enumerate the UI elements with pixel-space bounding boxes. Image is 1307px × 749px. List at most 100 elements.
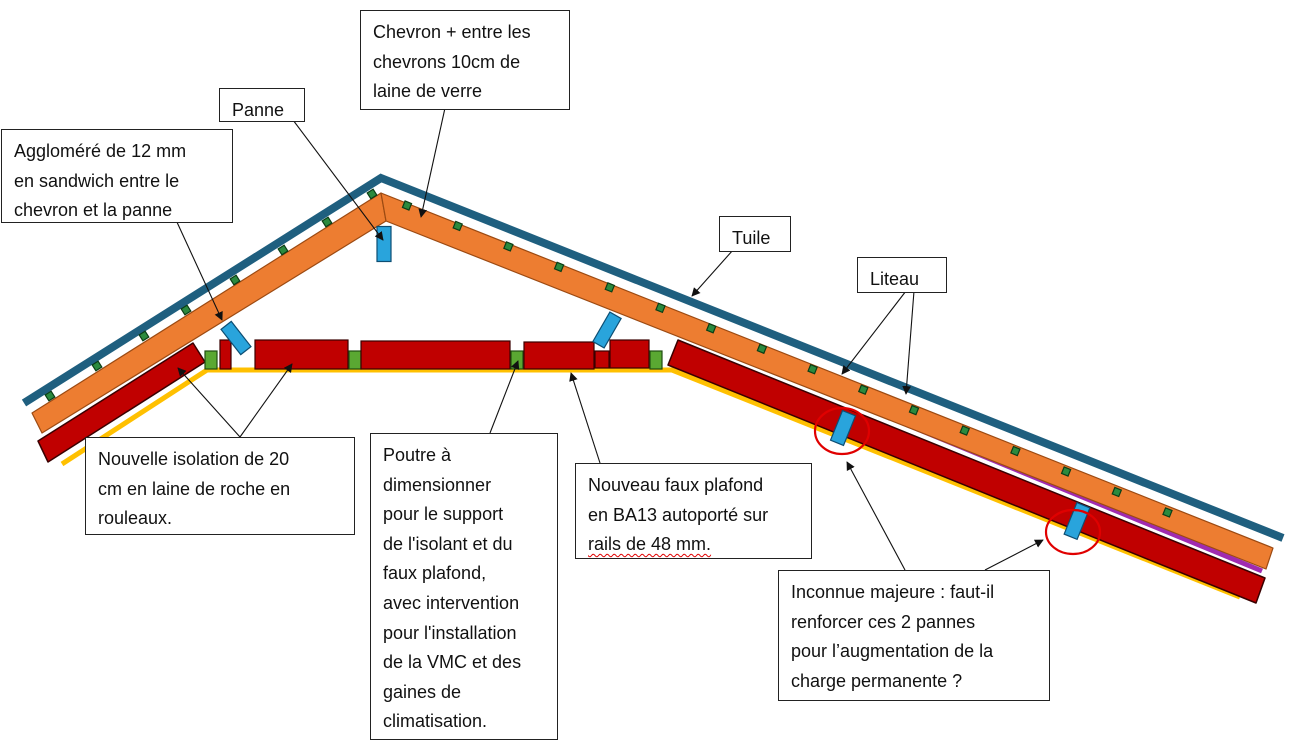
callout-poutre-line: pour l'installation: [383, 622, 517, 643]
left-chevron: [31, 192, 387, 434]
batten: [908, 404, 920, 416]
leader-arrow: [489, 360, 520, 434]
leader-arrow: [902, 290, 915, 395]
batten: [1111, 486, 1123, 498]
batten: [959, 425, 971, 436]
batten: [1060, 466, 1072, 477]
callout-tuile-line: Tuile: [732, 228, 771, 248]
ceiling-rail-line: [60, 367, 1241, 600]
false-ceiling-rails: [60, 367, 1241, 600]
callout-chevron: Chevron + entre les chevrons 10cm de lai…: [360, 10, 570, 110]
spacer-block: [510, 350, 524, 370]
callout-isolation-line: rouleaux.: [98, 508, 173, 529]
slope-insulation: [37, 339, 1266, 604]
batten: [705, 322, 717, 334]
callout-liteau: Liteau: [857, 257, 947, 293]
callout-faux-plafond: Nouveau faux plafond en BA13 autoporté s…: [575, 463, 812, 559]
flat-insulation-row: [204, 339, 663, 370]
insulation-block: [523, 341, 595, 370]
spacer-block: [649, 350, 663, 370]
callout-poutre-line: Poutre à: [383, 445, 452, 465]
callout-inconnue-line: renforcer ces 2 pannes: [791, 611, 976, 632]
callout-chevron-line: chevrons 10cm de: [373, 51, 521, 72]
callout-poutre-line: avec intervention: [383, 592, 520, 613]
highlight-circles: [813, 406, 1102, 556]
callout-poutre-line: faux plafond,: [383, 563, 487, 584]
batten: [180, 304, 192, 316]
callout-agglomere: Aggloméré de 12 mm en sandwich entre le …: [1, 129, 233, 223]
spacer-block: [348, 350, 362, 370]
callout-chevron-line: Chevron + entre les: [373, 22, 531, 42]
callout-inconnue-line: charge permanente ?: [791, 670, 963, 691]
leader-arrow: [691, 249, 734, 297]
batten: [401, 200, 413, 211]
callout-poutre-line: gaines de: [383, 681, 462, 702]
callout-isolation-line: cm en laine de roche en: [98, 478, 291, 499]
callout-agglomere-line: chevron et la panne: [14, 200, 173, 221]
leader-arrow: [846, 461, 906, 571]
batten: [277, 244, 289, 256]
batten: [321, 216, 333, 228]
callout-inconnue-line: Inconnue majeure : faut-il: [791, 582, 995, 602]
batten: [44, 390, 56, 402]
callout-poutre-line: dimensionner: [383, 474, 492, 495]
callout-poutre-line: climatisation.: [383, 711, 488, 732]
batten: [807, 363, 818, 375]
batten: [366, 188, 378, 200]
chevron-rafters: [31, 192, 1274, 570]
leader-arrow: [292, 119, 384, 241]
batten: [503, 241, 514, 252]
callout-isolation: Nouvelle isolation de 20 cm en laine de …: [85, 437, 355, 535]
leader-arrow: [177, 367, 241, 438]
callout-inconnue: Inconnue majeure : faut-il renforcer ces…: [778, 570, 1050, 701]
callout-faux-plafond-line: en BA13 autoporté sur: [588, 504, 769, 525]
callout-isolation-line: Nouvelle isolation de 20: [98, 449, 290, 469]
battens: [44, 188, 1173, 518]
callout-liteau-line: Liteau: [870, 269, 920, 289]
roof-tiles: [21, 173, 1285, 542]
purlin-ridge: [376, 225, 392, 263]
right-slope-insulation: [667, 339, 1266, 604]
purlin-mid: [592, 311, 622, 349]
insulation-block: [360, 340, 511, 370]
insulation-block: [594, 350, 610, 369]
callout-tuile: Tuile: [719, 216, 791, 252]
batten: [553, 261, 565, 273]
leader-arrow: [418, 107, 446, 218]
batten: [91, 360, 103, 372]
highlight-circle: [813, 406, 871, 456]
insulation-block: [254, 339, 349, 370]
batten: [756, 343, 768, 355]
batten: [857, 384, 869, 395]
batten: [1162, 507, 1173, 518]
purlin-left: [220, 320, 252, 356]
leader-arrow: [239, 363, 293, 438]
batten: [655, 302, 666, 314]
insulation-block: [219, 339, 232, 370]
callout-poutre-line: pour le support: [383, 504, 504, 525]
leader-arrow: [569, 372, 601, 464]
callout-panne-line: Panne: [232, 100, 285, 120]
leader-arrow: [175, 219, 223, 321]
callout-chevron-line: laine de verre: [373, 81, 483, 102]
tile-line: [21, 173, 1285, 542]
purlin-right-upper: [829, 409, 857, 447]
batten: [452, 220, 464, 232]
leader-arrows: [175, 107, 1044, 571]
callout-agglomere-line: Aggloméré de 12 mm: [14, 141, 187, 161]
callout-poutre-line: de l'isolant et du: [383, 533, 513, 554]
callout-poutre: Poutre à dimensionner pour le support de…: [370, 433, 558, 740]
spacer-block: [204, 350, 218, 370]
callout-poutre-line: de la VMC et des: [383, 652, 522, 673]
highlight-circle: [1044, 508, 1102, 556]
batten: [604, 282, 616, 293]
callout-faux-plafond-line: Nouveau faux plafond: [588, 475, 764, 495]
batten: [229, 274, 241, 286]
callout-panne: Panne: [219, 88, 305, 122]
batten: [138, 330, 150, 342]
right-chevron: [380, 192, 1274, 570]
callout-inconnue-line: pour l’augmentation de la: [791, 641, 994, 662]
batten: [1010, 445, 1021, 457]
insulation-block: [609, 339, 650, 369]
callout-agglomere-line: en sandwich entre le: [14, 170, 180, 191]
